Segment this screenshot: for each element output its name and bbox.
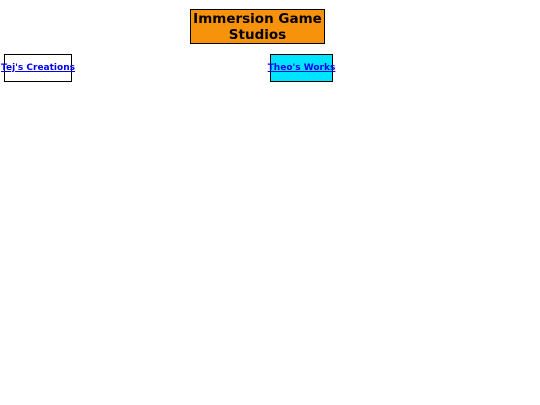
site-title-banner: Immersion Game Studios [190, 9, 325, 44]
tej-creations-box: Tej's Creations [1, 54, 75, 82]
site-title: Immersion Game Studios [193, 10, 322, 43]
tej-creations-link[interactable]: Tej's Creations [1, 63, 75, 73]
theo-works-link[interactable]: Theo's Works [267, 63, 336, 73]
theo-works-box: Theo's Works [267, 54, 336, 82]
